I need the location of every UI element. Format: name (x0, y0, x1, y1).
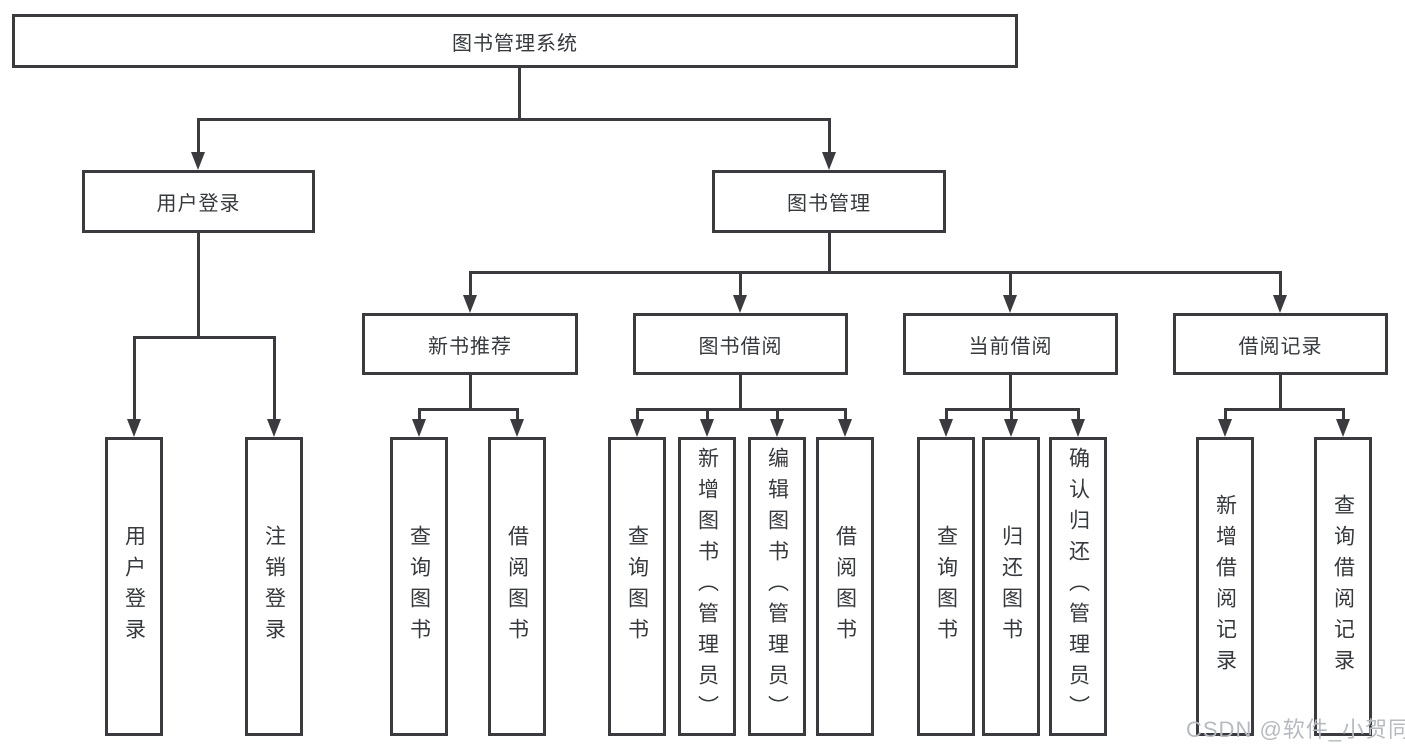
arrowhead-leaf-user-login (127, 419, 141, 437)
connector-leaf (1224, 408, 1227, 419)
leaf-return-book: 归还图书 (982, 437, 1040, 736)
connector-bookborrow-bar (636, 408, 846, 411)
node-label: 注销登录 (262, 524, 286, 649)
node-label: 图书管理系统 (452, 32, 578, 55)
node-library-system: 图书管理系统 (12, 14, 1018, 68)
node-label: 新书推荐 (428, 335, 512, 358)
node-label: 用户登录 (122, 524, 146, 649)
leaf-add-borrow-record: 新增借阅记录 (1196, 437, 1254, 736)
connector-root-bar (197, 118, 831, 121)
connector-leaf (945, 408, 948, 419)
node-label: 图书管理 (787, 193, 871, 215)
arrowhead-new-book (463, 295, 477, 313)
arrowhead-leaf (510, 419, 524, 437)
leaf-borrow-books-1: 借阅图书 (488, 437, 546, 736)
connector-to-book-mgmt (828, 120, 831, 154)
connector-to-user-login (197, 120, 200, 154)
node-label: 当前借阅 (968, 335, 1053, 358)
connector-mgmt-bar (469, 271, 1282, 274)
connector-records-bar (1224, 408, 1344, 411)
leaf-add-book-admin: 新增图书（管理员） (678, 437, 736, 736)
node-book-borrow: 图书借阅 (633, 313, 848, 375)
node-label: 查询图书 (934, 524, 958, 649)
connector-to-current-borrow (1009, 271, 1012, 297)
connector-leaf (1342, 408, 1345, 419)
node-current-borrow: 当前借阅 (903, 313, 1118, 375)
node-label: 查询图书 (407, 524, 431, 649)
leaf-query-books-3: 查询图书 (917, 437, 975, 736)
node-label: 查询借阅记录 (1331, 493, 1355, 680)
node-label: 借阅记录 (1238, 335, 1323, 358)
arrowhead-leaf (1218, 419, 1232, 437)
node-user-login: 用户登录 (82, 170, 315, 233)
connector-leaf (1077, 408, 1080, 419)
connector-mgmt-drop (828, 233, 831, 273)
connector-newbook-bar (418, 408, 518, 411)
connector-login-bar (133, 336, 276, 339)
leaf-query-books-2: 查询图书 (608, 437, 666, 736)
node-label: 用户登录 (156, 193, 241, 215)
arrowhead-current-borrow (1003, 295, 1017, 313)
connector-root-drop (518, 68, 521, 120)
node-label: 借阅图书 (833, 524, 857, 649)
connector-currentborrow-drop (1009, 375, 1012, 409)
arrowhead-leaf (1071, 419, 1085, 437)
leaf-borrow-books-2: 借阅图书 (816, 437, 874, 736)
leaf-user-login: 用户登录 (105, 437, 163, 736)
node-book-management: 图书管理 (712, 170, 946, 233)
node-new-book-recommend: 新书推荐 (362, 313, 578, 375)
connector-records-drop (1279, 375, 1282, 409)
node-label: 新增图书（管理员） (695, 447, 719, 726)
node-label: 确认归还（管理员） (1066, 447, 1090, 726)
node-label: 编辑图书（管理员） (765, 447, 789, 726)
arrowhead-leaf (412, 419, 426, 437)
connector-to-book-borrow (739, 271, 742, 297)
connector-leaf (844, 408, 847, 419)
connector-leaf (418, 408, 421, 419)
connector-leaf (516, 408, 519, 419)
connector-newbook-drop (469, 375, 472, 409)
csdn-watermark: CSDN @软件_小贺同学 (1186, 717, 1405, 742)
arrowhead-book-borrow (733, 295, 747, 313)
leaf-edit-book-admin: 编辑图书（管理员） (748, 437, 806, 736)
connector-leaf (706, 408, 709, 419)
node-label: 图书借阅 (698, 335, 783, 358)
arrowhead-borrow-records (1273, 295, 1287, 313)
leaf-query-borrow-record: 查询借阅记录 (1314, 437, 1372, 736)
node-label: 归还图书 (999, 524, 1023, 649)
connector-to-leaf-user-login (133, 336, 136, 419)
arrowhead-leaf (700, 419, 714, 437)
connector-to-borrow-records (1279, 271, 1282, 297)
arrowhead-leaf (1004, 419, 1018, 437)
arrowhead-leaf (939, 419, 953, 437)
arrowhead-leaf-logout (267, 419, 281, 437)
connector-to-leaf-logout (273, 336, 276, 419)
node-label: 新增借阅记录 (1213, 493, 1237, 680)
leaf-query-books-1: 查询图书 (390, 437, 448, 736)
connector-to-new-book (469, 271, 472, 297)
arrowhead-leaf (630, 419, 644, 437)
leaf-logout: 注销登录 (245, 437, 303, 736)
arrowhead-book-mgmt (822, 152, 836, 170)
node-label: 借阅图书 (505, 524, 529, 649)
arrowhead-leaf (770, 419, 784, 437)
connector-leaf (636, 408, 639, 419)
connector-leaf (1010, 408, 1013, 419)
arrowhead-user-login (191, 152, 205, 170)
node-borrow-records: 借阅记录 (1173, 313, 1388, 375)
arrowhead-leaf (838, 419, 852, 437)
connector-leaf (776, 408, 779, 419)
connector-bookborrow-drop (739, 375, 742, 409)
arrowhead-leaf (1336, 419, 1350, 437)
node-label: 查询图书 (625, 524, 649, 649)
leaf-confirm-return-admin: 确认归还（管理员） (1049, 437, 1107, 736)
connector-login-drop (197, 233, 200, 337)
